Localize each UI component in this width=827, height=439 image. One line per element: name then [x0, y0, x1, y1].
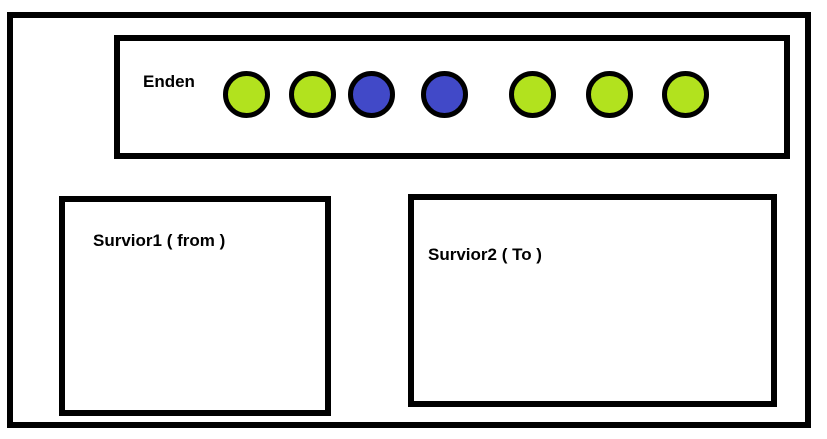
enden-box: Enden — [114, 35, 790, 159]
enden-circle-6[interactable] — [586, 71, 633, 118]
enden-label: Enden — [143, 72, 195, 91]
survior1-box[interactable]: Survior1 ( from ) — [59, 196, 331, 416]
enden-circle-7[interactable] — [662, 71, 709, 118]
enden-circle-2[interactable] — [289, 71, 336, 118]
enden-circle-5[interactable] — [509, 71, 556, 118]
survior1-label: Survior1 ( from ) — [93, 231, 226, 250]
enden-circle-1[interactable] — [223, 71, 270, 118]
survior2-label: Survior2 ( To ) — [428, 245, 542, 264]
enden-circle-3[interactable] — [348, 71, 395, 118]
outer-frame: Enden Survior1 ( from ) Survior2 ( To ) — [7, 12, 811, 428]
enden-circle-4[interactable] — [421, 71, 468, 118]
survior2-box[interactable]: Survior2 ( To ) — [408, 194, 777, 407]
